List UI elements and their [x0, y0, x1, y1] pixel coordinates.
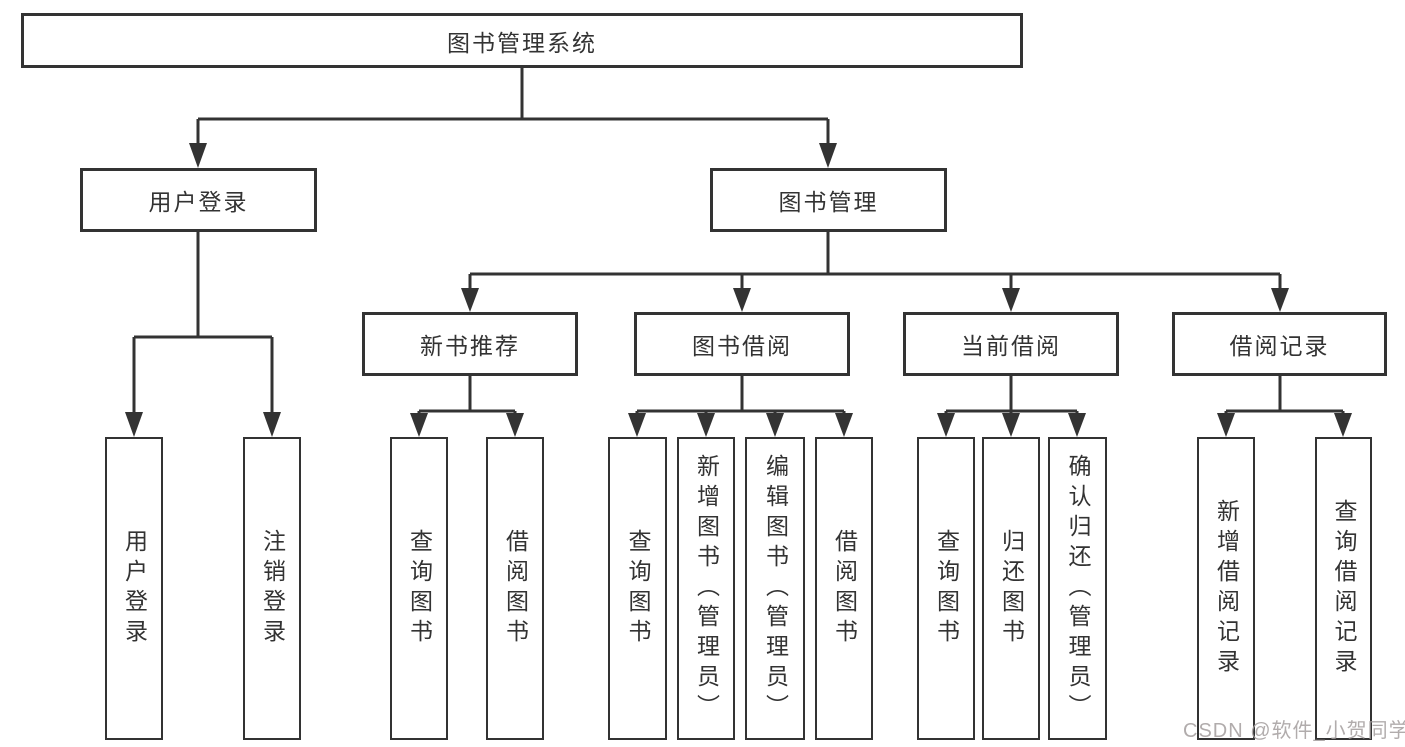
node-root: 图书管理系统: [21, 13, 1023, 68]
leaf-query-book-1-label: 查询图书: [406, 528, 433, 649]
leaf-query-book-3: 查询图书: [917, 437, 975, 740]
leaf-return-book-label: 归还图书: [998, 528, 1025, 649]
node-user-login-label: 用户登录: [148, 189, 249, 215]
leaf-logout: 注销登录: [243, 437, 301, 740]
connector-bookmgmt-to-level3: [461, 232, 1289, 312]
leaf-borrow-book-2: 借阅图书: [815, 437, 873, 740]
node-user-login: 用户登录: [80, 168, 317, 232]
leaf-query-borrow-record: 查询借阅记录: [1315, 437, 1372, 740]
leaf-query-borrow-record-label: 查询借阅记录: [1331, 498, 1357, 679]
connector-root-to-level2: [189, 68, 837, 168]
leaf-borrow-book-1-label: 借阅图书: [502, 528, 529, 649]
node-root-label: 图书管理系统: [447, 29, 597, 56]
node-book-management-label: 图书管理: [778, 189, 879, 215]
leaf-add-borrow-record-label: 新增借阅记录: [1213, 498, 1240, 679]
connector-currentborrow-to-leaves: [937, 376, 1086, 437]
node-book-borrow-label: 图书借阅: [692, 333, 792, 359]
node-new-book-recommend-label: 新书推荐: [420, 333, 520, 359]
connector-userlogin-to-leaves: [125, 232, 281, 437]
leaf-confirm-return-admin: 确认归还（管理员）: [1048, 437, 1107, 740]
arrow-down-icon: [461, 288, 479, 312]
node-borrow-records: 借阅记录: [1172, 312, 1387, 376]
node-book-borrow: 图书借阅: [634, 312, 850, 376]
leaf-edit-book-admin: 编辑图书（管理员）: [745, 437, 805, 740]
leaf-query-book-2-label: 查询图书: [625, 528, 651, 649]
arrow-down-icon: [819, 143, 837, 168]
connector-borrowrecords-to-leaves: [1217, 376, 1352, 437]
connector-bookborrow-to-leaves: [628, 376, 853, 437]
arrow-down-icon: [410, 413, 428, 437]
leaf-query-book-3-label: 查询图书: [933, 528, 960, 649]
arrow-down-icon: [766, 413, 784, 437]
leaf-add-book-admin: 新增图书（管理员）: [677, 437, 735, 740]
leaf-return-book: 归还图书: [982, 437, 1040, 740]
leaf-user-login: 用户登录: [105, 437, 163, 740]
arrow-down-icon: [697, 413, 715, 437]
leaf-borrow-book-2-label: 借阅图书: [831, 528, 858, 649]
csdn-watermark: CSDN @软件_小贺同学: [1183, 720, 1405, 742]
arrow-down-icon: [125, 412, 143, 437]
arrow-down-icon: [263, 412, 281, 437]
arrow-down-icon: [506, 413, 524, 437]
arrow-down-icon: [937, 413, 955, 437]
leaf-logout-label: 注销登录: [259, 528, 286, 649]
arrow-down-icon: [1068, 413, 1086, 437]
arrow-down-icon: [189, 143, 207, 168]
leaf-edit-book-admin-label: 编辑图书（管理员）: [762, 453, 789, 724]
connector-newbook-to-leaves: [410, 376, 524, 437]
node-book-management: 图书管理: [710, 168, 947, 232]
node-new-book-recommend: 新书推荐: [362, 312, 578, 376]
leaf-user-login-label: 用户登录: [121, 528, 148, 649]
leaf-query-book-2: 查询图书: [608, 437, 667, 740]
arrow-down-icon: [1002, 413, 1020, 437]
node-current-borrow-label: 当前借阅: [961, 333, 1061, 359]
leaf-confirm-return-admin-label: 确认归还（管理员）: [1065, 453, 1091, 724]
arrow-down-icon: [835, 413, 853, 437]
arrow-down-icon: [1271, 288, 1289, 312]
leaf-query-book-1: 查询图书: [390, 437, 448, 740]
leaf-add-book-admin-label: 新增图书（管理员）: [693, 453, 720, 724]
arrow-down-icon: [1002, 288, 1020, 312]
arrow-down-icon: [1334, 413, 1352, 437]
arrow-down-icon: [1217, 413, 1235, 437]
arrow-down-icon: [628, 413, 646, 437]
arrow-down-icon: [733, 288, 751, 312]
node-borrow-records-label: 借阅记录: [1229, 333, 1330, 359]
leaf-add-borrow-record: 新增借阅记录: [1197, 437, 1255, 740]
leaf-borrow-book-1: 借阅图书: [486, 437, 544, 740]
node-current-borrow: 当前借阅: [903, 312, 1119, 376]
